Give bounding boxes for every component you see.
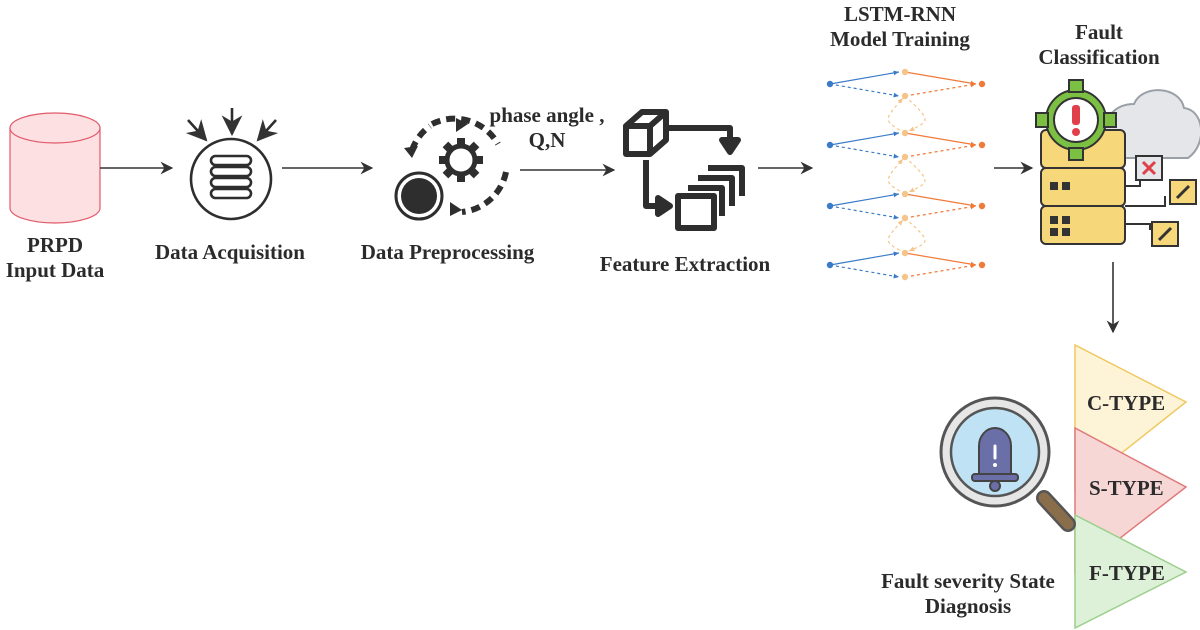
lstm-link <box>829 264 900 279</box>
lstm-hidden-node <box>901 129 909 137</box>
lstm-link <box>904 132 977 147</box>
lstm-hidden-node <box>901 249 909 257</box>
neural-network-icon <box>826 68 986 281</box>
lstm-link <box>904 263 977 278</box>
lstm-output-node <box>978 202 986 210</box>
lstm-recurrent-link <box>904 95 926 132</box>
data-preprocessing-label: Data Preprocessing <box>360 240 535 264</box>
lstm-link <box>829 251 900 266</box>
lstm-hidden-node <box>901 190 909 198</box>
prpd-label: PRPD Input Data <box>0 233 110 283</box>
c-type-label: C-TYPE <box>1087 391 1166 415</box>
lstm-output-node <box>978 261 986 269</box>
lstm-input-node <box>826 141 834 149</box>
stacked-boxes-icon <box>623 109 745 231</box>
fault-classification-label: Fault Classification <box>1024 20 1174 70</box>
lstm-hidden-node <box>901 214 909 222</box>
prpd-label-line2: Input Data <box>5 258 105 282</box>
feature-extraction-label: Feature Extraction <box>599 252 771 276</box>
lstm-label-line1: LSTM-RNN <box>843 2 956 26</box>
lstm-link <box>904 193 977 208</box>
feature-list-label: phase angle , Q,N <box>480 103 614 153</box>
classification-label-line1: Fault <box>1075 20 1123 44</box>
lstm-recurrent-link <box>904 156 926 193</box>
lstm-hidden-node <box>901 92 909 100</box>
lstm-link <box>829 83 900 98</box>
magnifier-bell-icon <box>939 396 1076 532</box>
database-collect-icon <box>185 108 279 221</box>
feature-list-line2: Q,N <box>528 128 566 152</box>
type-triangles <box>1074 343 1188 630</box>
f-type-label: F-TYPE <box>1089 561 1165 585</box>
lstm-recurrent-link <box>904 217 926 252</box>
lstm-recurrent-link <box>887 97 906 134</box>
lstm-link <box>904 71 977 86</box>
lstm-link <box>904 252 977 267</box>
f-type-shape <box>1074 513 1188 630</box>
prpd-label-line1: PRPD <box>27 233 83 257</box>
lstm-link <box>829 205 900 220</box>
lstm-link <box>904 204 977 219</box>
gear-cycle-icon <box>394 115 509 221</box>
lstm-link <box>829 192 900 207</box>
lstm-link <box>829 70 900 85</box>
lstm-label-line2: Model Training <box>830 27 970 51</box>
lstm-link <box>829 144 900 159</box>
flow-arrows <box>100 161 1120 334</box>
classification-label-line2: Classification <box>1038 45 1160 69</box>
severity-label-line2: Diagnosis <box>924 594 1012 618</box>
data-acquisition-label: Data Acquisition <box>155 240 305 264</box>
server-alert-icon <box>1035 79 1200 247</box>
lstm-recurrent-link <box>887 219 906 254</box>
lstm-input-node <box>826 202 834 210</box>
lstm-link <box>829 131 900 146</box>
s-type-label: S-TYPE <box>1089 476 1164 500</box>
fault-severity-label: Fault severity State Diagnosis <box>862 569 1074 619</box>
severity-label-line1: Fault severity State <box>881 569 1055 593</box>
lstm-link <box>904 143 977 158</box>
lstm-training-label: LSTM-RNN Model Training <box>805 2 995 52</box>
lstm-recurrent-link <box>887 158 906 195</box>
lstm-hidden-node <box>901 153 909 161</box>
feature-list-line1: phase angle , <box>489 103 605 127</box>
lstm-output-node <box>978 141 986 149</box>
lstm-input-node <box>826 261 834 269</box>
lstm-link <box>904 82 977 97</box>
lstm-output-node <box>978 80 986 88</box>
lstm-hidden-node <box>901 68 909 76</box>
database-cylinder-icon <box>9 112 101 224</box>
lstm-input-node <box>826 80 834 88</box>
lstm-hidden-node <box>901 273 909 281</box>
